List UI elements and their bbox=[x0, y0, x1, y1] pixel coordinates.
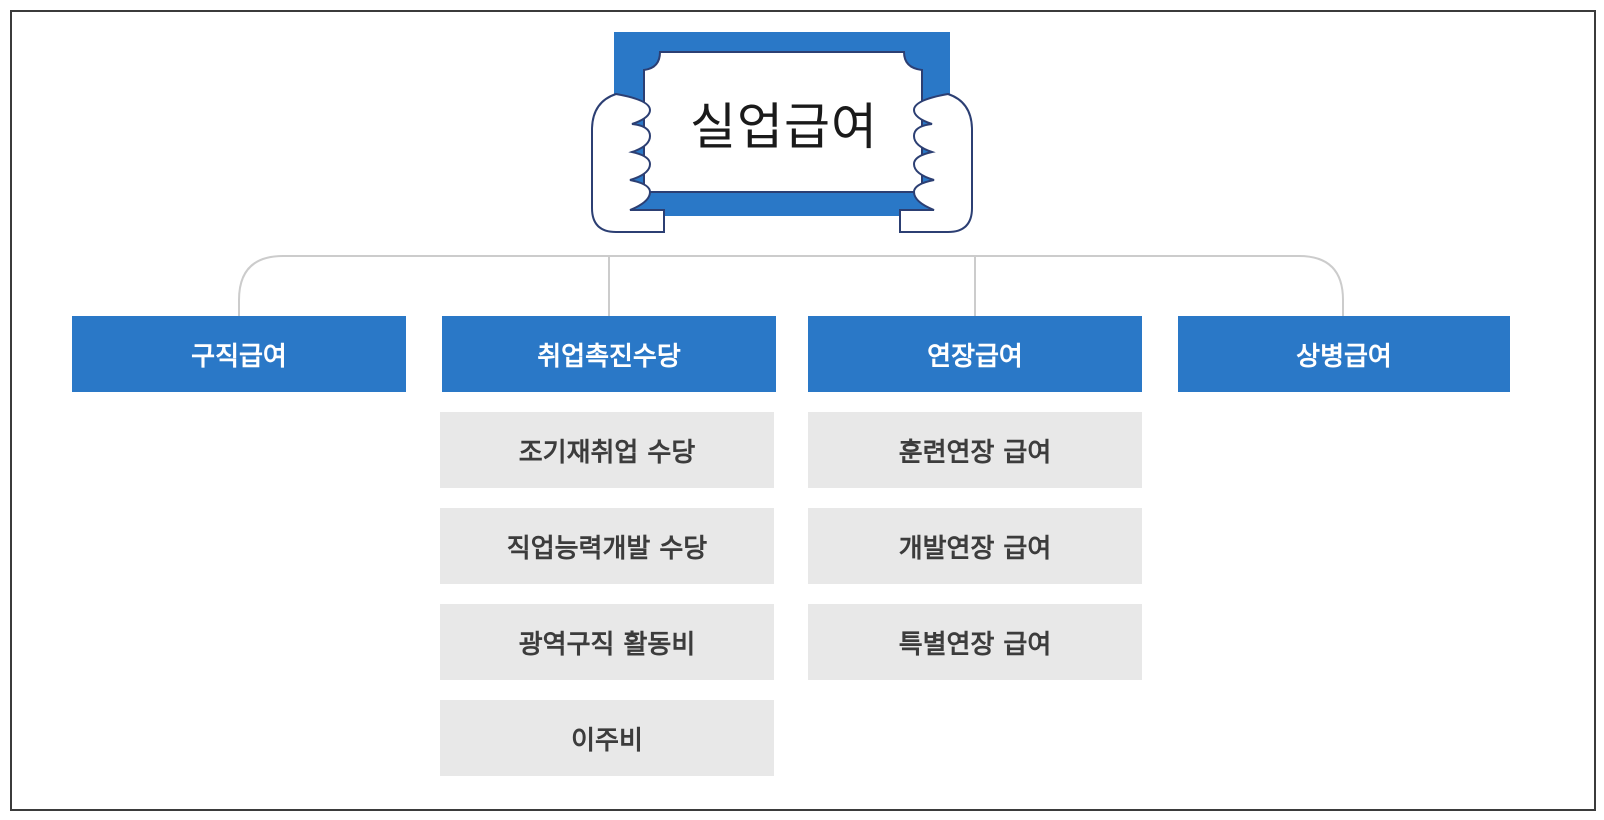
sub-item-early-reemployment: 조기재취업 수당 bbox=[440, 412, 774, 488]
connector-right bbox=[975, 255, 1344, 316]
sub-item-wide-area-job-search: 광역구직 활동비 bbox=[440, 604, 774, 680]
sub-item-individual-extension: 개발연장 급여 bbox=[808, 508, 1142, 584]
category-extended-benefit: 연장급여 bbox=[808, 316, 1142, 392]
main-title: 실업급여 bbox=[690, 98, 878, 156]
category-employment-promotion-allowance: 취업촉진수당 bbox=[442, 316, 776, 392]
connector-left bbox=[238, 255, 609, 316]
sub-item-special-extension: 특별연장 급여 bbox=[808, 604, 1142, 680]
sub-item-vocational-skill: 직업능력개발 수당 bbox=[440, 508, 774, 584]
category-job-seeking-benefit: 구직급여 bbox=[72, 316, 406, 392]
sub-item-training-extension: 훈련연장 급여 bbox=[808, 412, 1142, 488]
category-sickness-benefit: 상병급여 bbox=[1178, 316, 1510, 392]
sub-item-relocation: 이주비 bbox=[440, 700, 774, 776]
hands-holding-sign-icon bbox=[591, 32, 973, 233]
